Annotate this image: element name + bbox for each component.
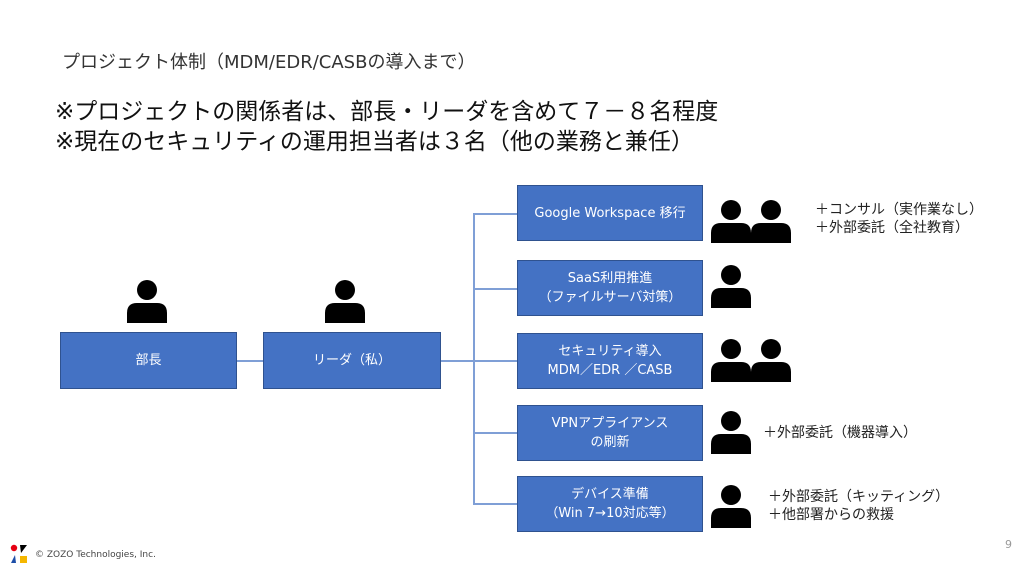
team-label: セキュリティ導入: [558, 344, 662, 359]
person-icon: [711, 411, 751, 454]
connector-branch-2: [473, 288, 517, 290]
connector-branch-5: [473, 503, 517, 505]
company-logo-icon: [10, 544, 27, 563]
annotation-line: ＋外部委託（キッティング）: [768, 489, 950, 505]
person-icon: [711, 485, 751, 528]
org-box-head-label: 部長: [135, 353, 162, 368]
page-number: 9: [1005, 538, 1012, 551]
team-label: Google Workspace 移行: [534, 205, 686, 221]
annotation-line: ＋コンサル（実作業なし）: [815, 202, 983, 218]
copyright-text: © ZOZO Technologies, Inc.: [35, 550, 156, 560]
annotation-line: ＋外部委託（機器導入）: [763, 425, 917, 441]
org-box-team-google-workspace: Google Workspace 移行: [517, 185, 703, 241]
connector-leader-trunk: [441, 360, 474, 362]
connector-head-leader: [237, 360, 263, 362]
connector-trunk-vertical: [473, 213, 475, 503]
org-box-team-vpn: VPNアプライアンス の刷新: [517, 405, 703, 461]
org-box-team-security: セキュリティ導入 MDM／EDR ／CASB: [517, 333, 703, 389]
person-icon: [751, 339, 791, 382]
org-box-leader-label: リーダ（私）: [312, 353, 391, 368]
team-label: SaaS利用推進: [567, 271, 653, 286]
person-icon: [325, 280, 365, 323]
team-label: デバイス準備: [571, 487, 649, 502]
org-box-leader: リーダ（私）: [263, 332, 441, 389]
team-label: の刷新: [590, 435, 630, 450]
team-annotation: ＋外部委託（機器導入）: [763, 424, 917, 442]
connector-branch-4: [473, 432, 517, 434]
note-operators: ※現在のセキュリティの運用担当者は３名（他の業務と兼任）: [55, 129, 694, 155]
person-icon: [127, 280, 167, 323]
slide-title: プロジェクト体制（MDM/EDR/CASBの導入まで）: [62, 52, 476, 73]
person-icon: [711, 200, 751, 243]
connector-branch-1: [473, 213, 517, 215]
team-label: （Win 7→10対応等）: [545, 506, 675, 521]
team-label: VPNアプライアンス: [551, 416, 669, 431]
person-icon: [751, 200, 791, 243]
person-icon: [711, 339, 751, 382]
org-box-team-device: デバイス準備 （Win 7→10対応等）: [517, 476, 703, 532]
team-annotation: ＋コンサル（実作業なし） ＋外部委託（全社教育）: [815, 201, 983, 237]
annotation-line: ＋外部委託（全社教育）: [815, 220, 969, 236]
annotation-line: ＋他部署からの救援: [768, 507, 894, 523]
connector-branch-3: [473, 360, 517, 362]
org-box-head: 部長: [60, 332, 237, 389]
person-icon: [711, 265, 751, 308]
team-label: MDM／EDR ／CASB: [547, 363, 673, 378]
org-box-team-saas: SaaS利用推進 （ファイルサーバ対策）: [517, 260, 703, 316]
team-label: （ファイルサーバ対策）: [538, 290, 682, 305]
team-annotation: ＋外部委託（キッティング） ＋他部署からの救援: [768, 488, 949, 524]
note-participants: ※プロジェクトの関係者は、部長・リーダを含めて７－８名程度: [55, 99, 719, 125]
